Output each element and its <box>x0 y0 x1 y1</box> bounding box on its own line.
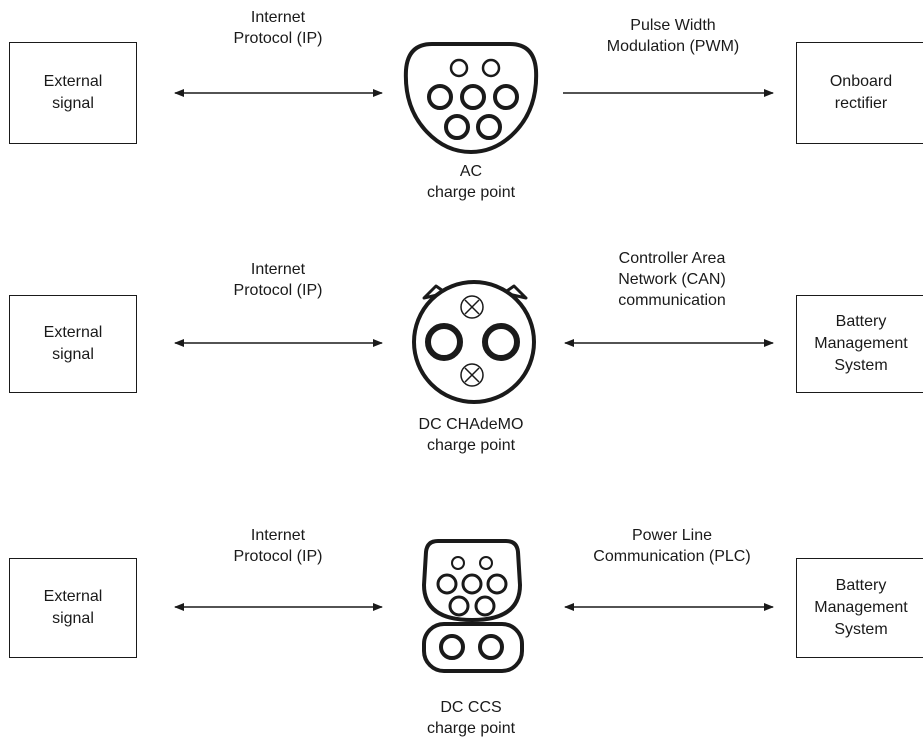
link-label-text: Protocol (IP) <box>233 30 323 47</box>
link-label-text: Internet <box>250 527 306 544</box>
box-text: signal <box>52 610 94 627</box>
box-text: signal <box>52 95 94 112</box>
chademo-connector-icon <box>412 280 536 404</box>
link-label-text: Controller Area <box>618 250 726 267</box>
box-text: Management <box>814 599 908 616</box>
ac-type2-connector-icon <box>403 42 539 155</box>
link-label-text: Communication (PLC) <box>593 548 751 565</box>
box-text: Battery <box>835 577 887 594</box>
box-text: External <box>43 73 103 90</box>
link-label-text: Modulation (PWM) <box>606 38 740 55</box>
link-label-text: Power Line <box>631 527 713 544</box>
external-signal-box-1: External signal <box>9 42 137 144</box>
connector-label-text: charge point <box>426 720 516 737</box>
connector-label-text: charge point <box>426 437 516 454</box>
link-label-text: Pulse Width <box>630 17 716 34</box>
chademo-charge-point-label: DC CHAdeMO charge point <box>419 414 524 456</box>
link-label-text: communication <box>618 292 726 309</box>
box-text: signal <box>52 346 94 363</box>
ac-charge-point-label: AC charge point <box>427 161 515 203</box>
box-text: System <box>834 621 888 638</box>
link-label-text: Internet <box>250 9 306 26</box>
external-signal-box-3: External signal <box>9 558 137 658</box>
box-text: Management <box>814 335 908 352</box>
connector-label-text: charge point <box>426 184 516 201</box>
external-signal-box-2: External signal <box>9 295 137 393</box>
box-text: System <box>834 357 888 374</box>
ccs-charge-point-label: DC CCS charge point <box>427 697 515 739</box>
onboard-rectifier-box: Onboard rectifier <box>796 42 923 144</box>
box-text: External <box>43 588 103 605</box>
box-text: rectifier <box>834 95 888 112</box>
box-text: External <box>43 324 103 341</box>
link-label-text: Network (CAN) <box>618 271 726 288</box>
ccs-connector-icon <box>421 539 524 673</box>
connector-label-text: AC <box>459 163 483 180</box>
connector-label-text: DC CCS <box>440 699 502 716</box>
box-text: Battery <box>835 313 887 330</box>
link-label-text: Protocol (IP) <box>233 282 323 299</box>
box-text: Onboard <box>829 73 893 90</box>
link-label-text: Protocol (IP) <box>233 548 323 565</box>
link-label-text: Internet <box>250 261 306 278</box>
connector-label-text: DC CHAdeMO <box>418 416 524 433</box>
